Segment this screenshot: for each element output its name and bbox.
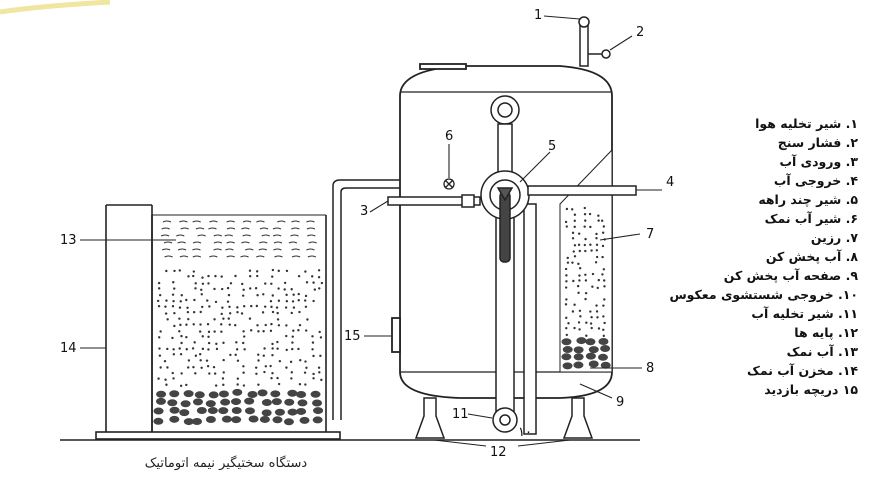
brine-valve <box>443 178 455 190</box>
resin-dots <box>561 206 611 370</box>
callout-lines <box>80 15 662 447</box>
callout-7: 7 <box>646 227 654 242</box>
legend-item: ۹. صفحه آب پخش کن <box>723 268 858 283</box>
legend-item: ۱۱. شیر تخلیه آب <box>751 306 858 321</box>
legend-item: ۲. فشار سنج <box>777 135 858 150</box>
legend-item: ۶. شیر آب نمک <box>764 211 858 226</box>
brine-pipe <box>332 179 480 420</box>
parts-legend: ۱. شیر تخلیه هوا ۲. فشار سنج ۳. ورودی آب… <box>669 114 858 399</box>
callout-5: 5 <box>548 139 556 154</box>
legend-item: ۱۰. خروجی شستشوی معکوس <box>669 287 858 302</box>
legend-item: ۸. آب پخش کن <box>765 249 858 264</box>
brine-tank <box>95 204 341 440</box>
legend-item: ۱۴. مخزن آب نمک <box>747 363 858 378</box>
diagram-caption: دستگاه سختیگیر نیمه اتوماتیک <box>144 456 308 471</box>
callout-4: 4 <box>666 175 674 190</box>
callout-6: 6 <box>445 129 453 144</box>
callout-3: 3 <box>360 204 368 219</box>
callout-1: 1 <box>534 8 542 23</box>
legend-item: ۱۲. پایه ها <box>794 325 858 340</box>
callout-15: 15 <box>344 329 361 344</box>
callout-12: 12 <box>490 445 507 460</box>
callout-10: ۱۰ <box>518 425 532 440</box>
legend-item: ۷. رزین <box>810 230 858 245</box>
legend-item: ۱۳. آب نمک <box>786 344 858 359</box>
support-legs <box>414 397 594 439</box>
legend-item: ۱. شیر تخلیه هوا <box>755 116 858 131</box>
multiport-valve <box>480 170 530 263</box>
callout-9: 9 <box>616 395 624 410</box>
legend-item: ۳. ورودی آب <box>779 154 858 169</box>
brine-salt-pattern <box>153 220 324 426</box>
callout-14: 14 <box>60 341 77 356</box>
callout-2: 2 <box>636 25 644 40</box>
callout-8: 8 <box>646 361 654 376</box>
legend-item: ۱۵ دریچه بازدید <box>764 382 858 397</box>
legend-item: ۴. خروجی آب <box>773 173 858 188</box>
highlighter-mark <box>0 0 111 15</box>
legend-item: ۵. شیر چند راهه <box>758 192 858 207</box>
air-vent-pipe <box>578 16 611 67</box>
callout-13: 13 <box>60 233 77 248</box>
callout-11: 11 <box>452 407 469 422</box>
